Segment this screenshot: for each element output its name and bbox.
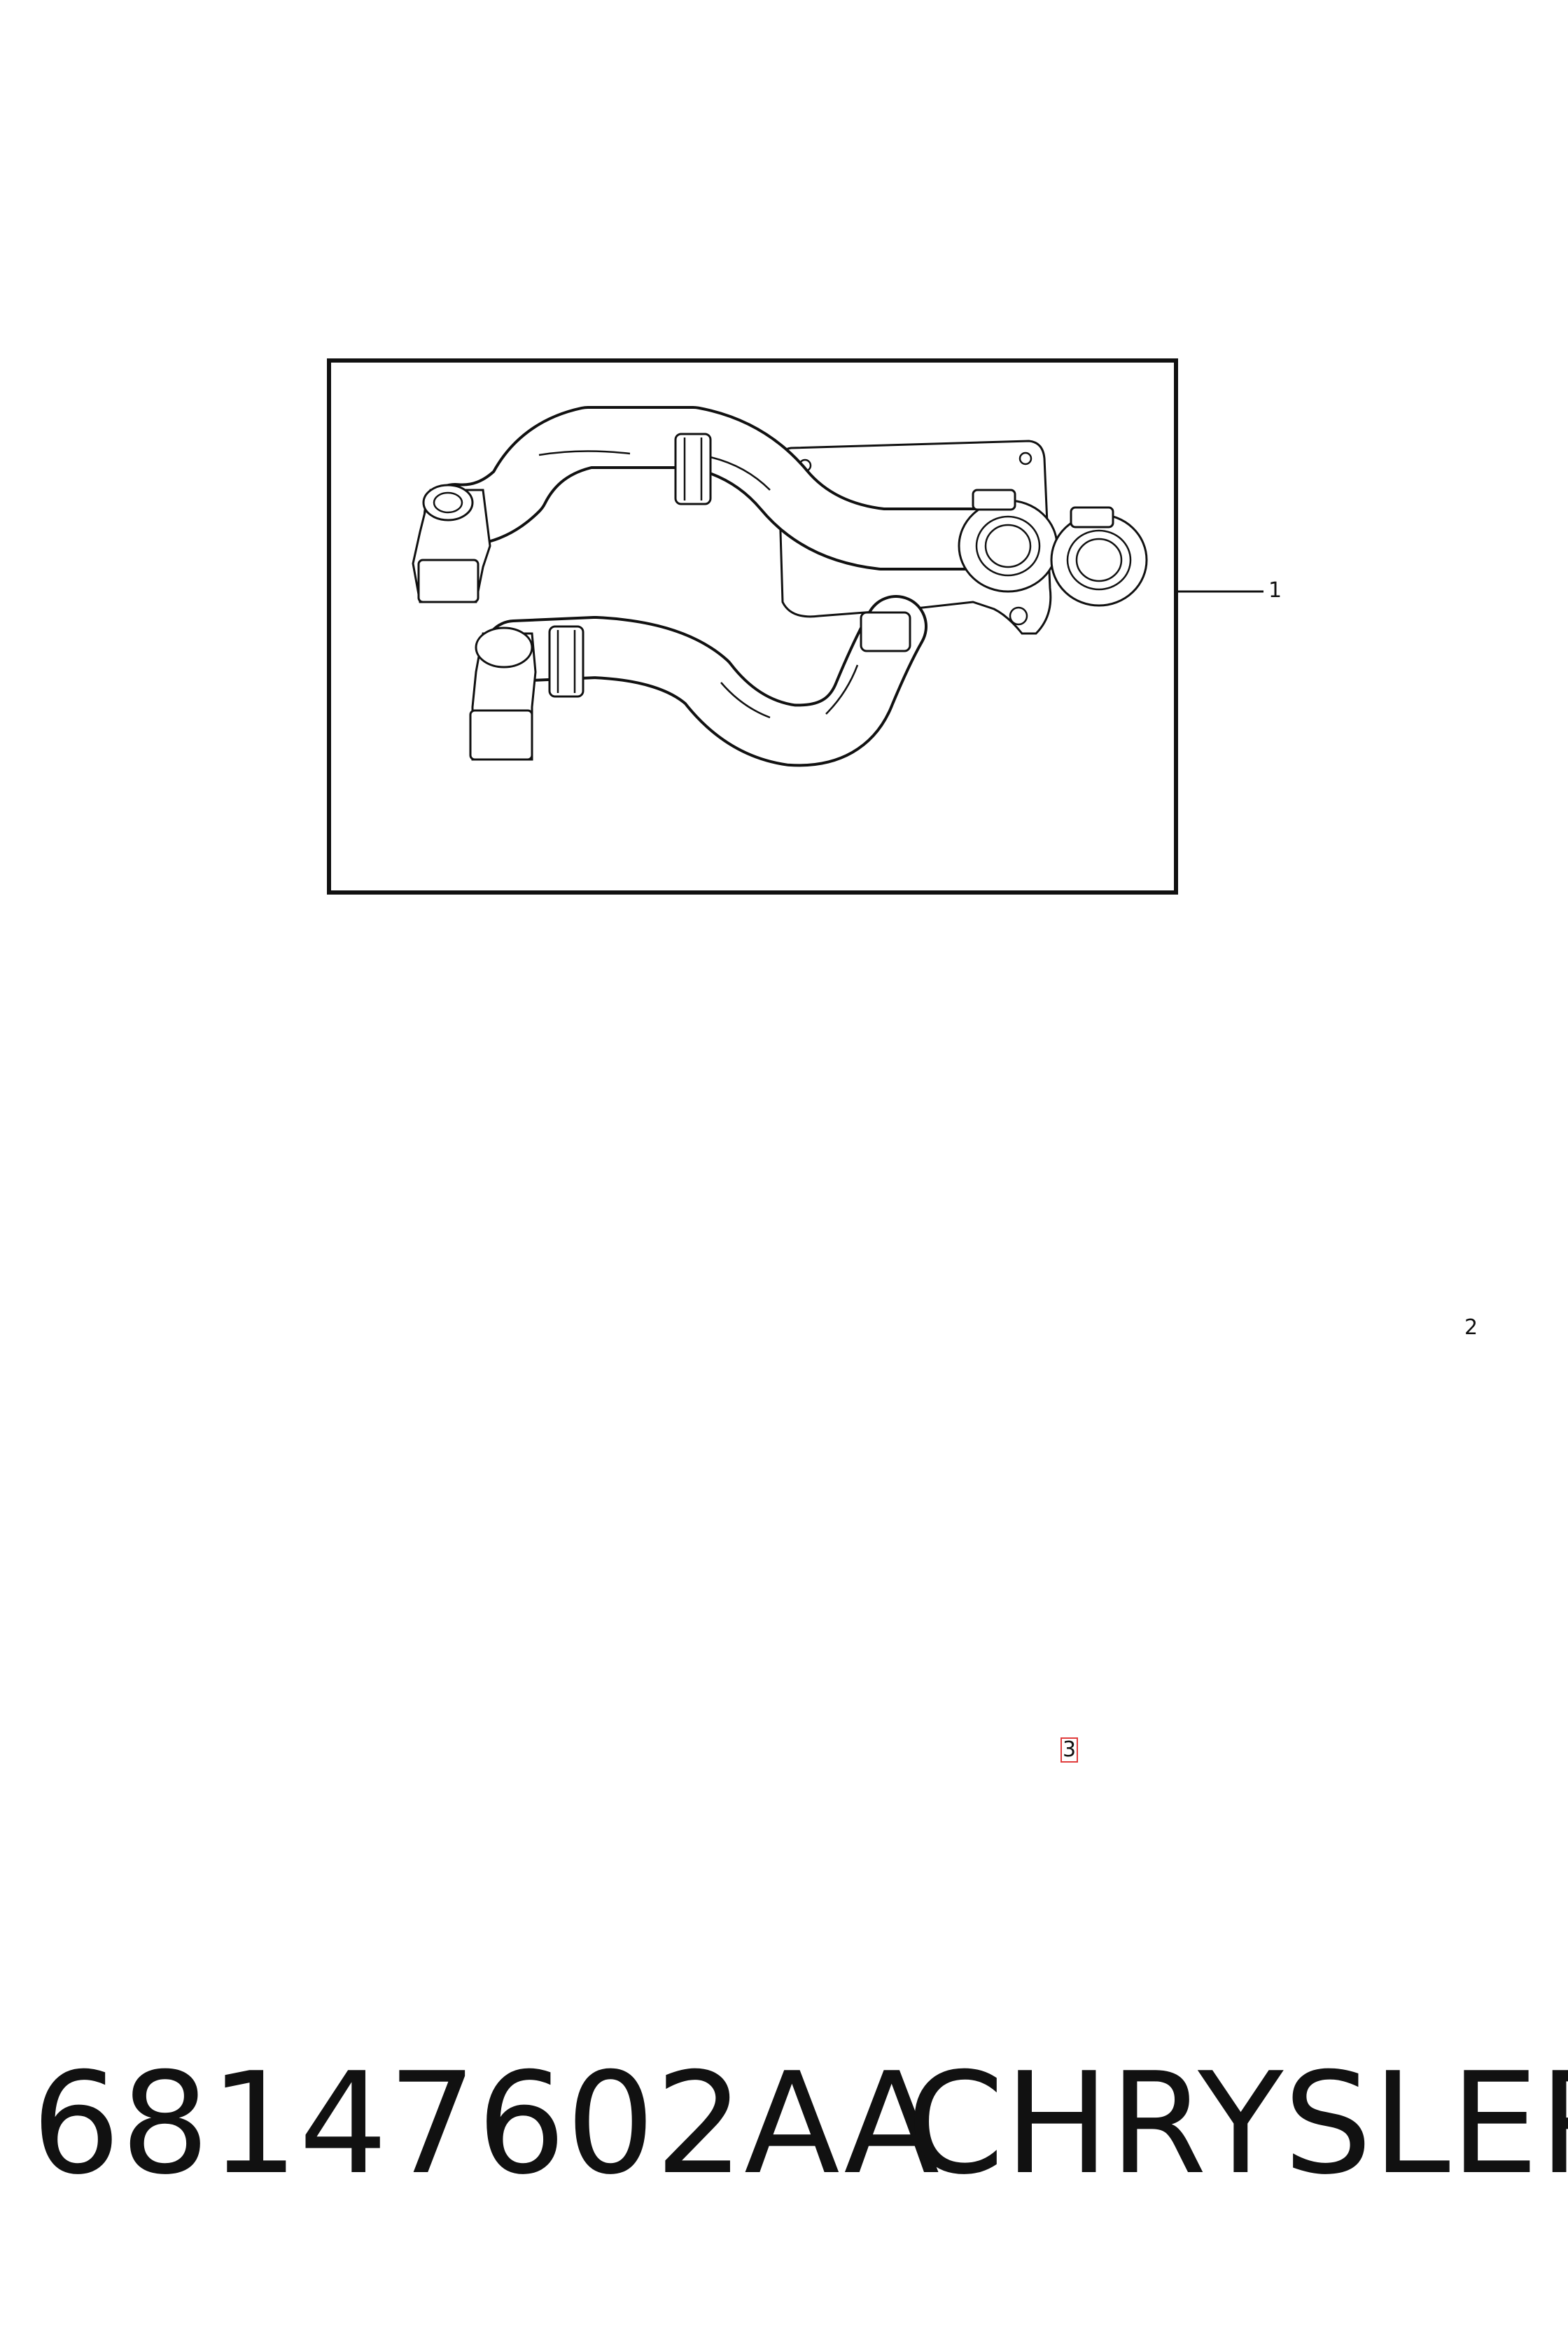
panel-1-frame xyxy=(327,358,1178,895)
callout-3[interactable]: 3 xyxy=(1060,1737,1079,1763)
outlet-fitting-a xyxy=(958,499,1058,593)
part-number: 68147602AA xyxy=(31,2043,940,2206)
hose-assembly-1 xyxy=(412,406,1148,767)
brand-name: CHRYSLER xyxy=(906,2043,1568,2206)
panel-1 xyxy=(327,358,1264,895)
callout-1[interactable]: 1 xyxy=(1268,578,1282,603)
callout-2[interactable]: 2 xyxy=(1464,1315,1478,1340)
